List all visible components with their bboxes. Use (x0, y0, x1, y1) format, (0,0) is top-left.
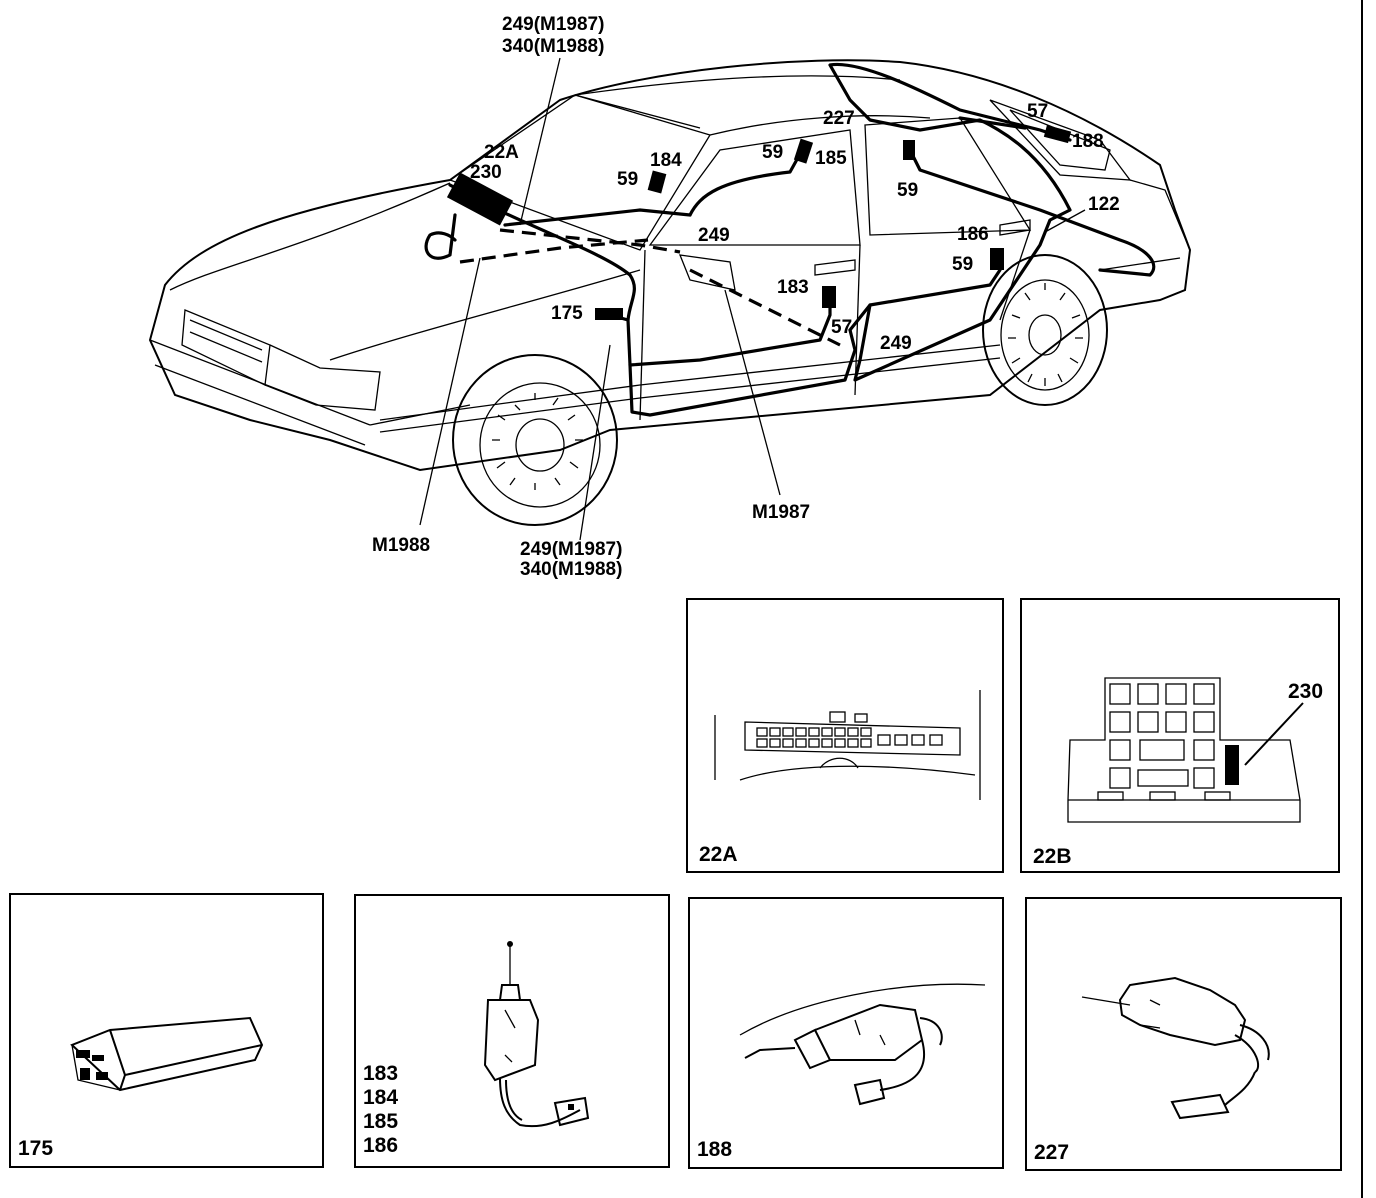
control-module-175 (70, 1016, 264, 1092)
fuse-block-22a (756, 711, 943, 748)
label-249-sill: 249 (880, 333, 912, 354)
panel-22a-label: 22A (699, 843, 738, 866)
label-59-dash: 59 (617, 169, 638, 190)
label-57-sill: 57 (831, 317, 852, 338)
label-175: 175 (551, 303, 583, 324)
label-249-m1987-bottom: 249(M1987) (520, 539, 622, 560)
label-m1988: M1988 (372, 535, 430, 556)
panel-188-label: 188 (697, 1138, 732, 1161)
label-227: 227 (823, 108, 855, 129)
label-340-m1988-bottom: 340(M1988) (520, 559, 622, 580)
label-59-rear: 59 (897, 180, 918, 201)
label-59-door: 59 (762, 142, 783, 163)
trunk-sensor-188 (739, 983, 986, 1106)
label-57-top: 57 (1027, 101, 1048, 122)
label-m1987: M1987 (752, 502, 810, 523)
label-183: 183 (777, 277, 809, 298)
label-184: 184 (650, 150, 682, 171)
panel-227-label: 227 (1034, 1141, 1069, 1164)
panel-sensor-label-186: 186 (363, 1134, 398, 1157)
panel-22b-label: 22B (1033, 845, 1072, 868)
panel-sensor-label-183: 183 (363, 1062, 398, 1085)
panel-sensor-label-185: 185 (363, 1110, 398, 1133)
panel-22a: 22A (686, 598, 1004, 873)
label-185: 185 (815, 148, 847, 169)
roof-sensor-227 (1081, 976, 1270, 1120)
panel-22b: 230 22B (1020, 598, 1340, 873)
label-230: 230 (470, 162, 502, 183)
panel-183-186: 183 184 185 186 (354, 894, 670, 1168)
panel-175-label: 175 (18, 1137, 53, 1160)
label-340-m1988-top: 340(M1988) (502, 36, 604, 57)
label-249-m1987-top: 249(M1987) (502, 14, 604, 35)
label-186: 186 (957, 224, 989, 245)
panel-175: 175 (9, 893, 324, 1168)
label-122: 122 (1088, 194, 1120, 215)
panel-227: 227 (1025, 897, 1342, 1171)
panel-188: 188 (688, 897, 1004, 1169)
label-188: 188 (1072, 131, 1104, 152)
panel-22b-callout-230: 230 (1288, 680, 1323, 703)
label-59-rdoor: 59 (952, 254, 973, 275)
label-249-mid: 249 (698, 225, 730, 246)
connector-230 (1225, 745, 1239, 785)
panel-sensor-label-184: 184 (363, 1086, 398, 1109)
label-22a: 22A (484, 142, 519, 163)
door-sensor (483, 941, 590, 1128)
car-illustration (148, 57, 1192, 541)
